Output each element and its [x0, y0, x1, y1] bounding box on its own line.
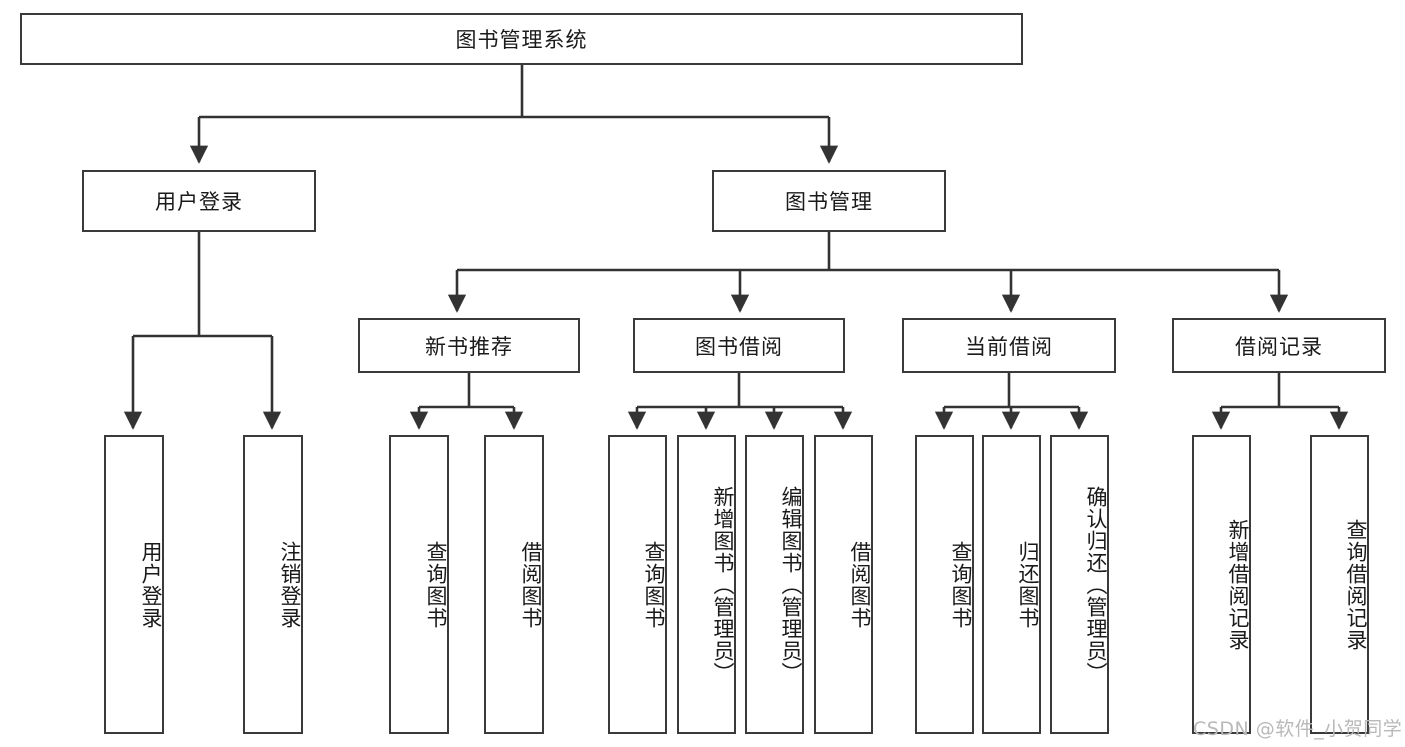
leaf-add-book-admin[interactable]: 新增图书（管理员）: [677, 435, 736, 734]
leaf-edit-book-admin[interactable]: 编辑图书（管理员）: [745, 435, 804, 734]
node-label: 新增借阅记录: [1226, 518, 1250, 651]
leaf-return-book[interactable]: 归还图书: [982, 435, 1041, 734]
node-label: 图书管理: [785, 190, 873, 214]
node-label: 归还图书: [1016, 540, 1040, 629]
node-new-book-recommend[interactable]: 新书推荐: [358, 318, 580, 373]
node-label: 注销登录: [278, 540, 302, 629]
node-label: 当前借阅: [965, 334, 1053, 359]
node-book-borrow[interactable]: 图书借阅: [633, 318, 845, 373]
node-label: 借阅图书: [519, 540, 543, 629]
node-label: 查询图书: [949, 540, 973, 629]
node-label: 借阅图书: [848, 540, 872, 629]
leaf-query-book-nbr[interactable]: 查询图书: [389, 435, 449, 734]
node-book-management[interactable]: 图书管理: [712, 170, 946, 232]
node-user-login[interactable]: 用户登录: [82, 170, 316, 232]
node-label: 查询借阅记录: [1344, 518, 1368, 651]
node-label: 查询图书: [424, 540, 448, 629]
leaf-user-login[interactable]: 用户登录: [104, 435, 164, 734]
node-label: 编辑图书（管理员）: [779, 485, 803, 684]
node-label: 新增图书（管理员）: [711, 485, 735, 684]
leaf-add-borrow-record[interactable]: 新增借阅记录: [1192, 435, 1251, 734]
leaf-borrow-book-bb[interactable]: 借阅图书: [814, 435, 873, 734]
node-label: 查询图书: [642, 540, 666, 629]
node-label: 用户登录: [139, 540, 163, 629]
leaf-query-book-bb[interactable]: 查询图书: [608, 435, 667, 734]
leaf-query-borrow-record[interactable]: 查询借阅记录: [1310, 435, 1369, 734]
node-label: 确认归还（管理员）: [1084, 485, 1108, 684]
leaf-confirm-return-admin[interactable]: 确认归还（管理员）: [1050, 435, 1109, 734]
node-current-borrow[interactable]: 当前借阅: [902, 318, 1116, 373]
node-label: 用户登录: [155, 190, 243, 214]
leaf-logout[interactable]: 注销登录: [243, 435, 303, 734]
node-label: 新书推荐: [425, 334, 513, 359]
node-label: 借阅记录: [1235, 334, 1323, 359]
node-label: 图书管理系统: [455, 28, 588, 52]
node-root[interactable]: 图书管理系统: [20, 13, 1023, 65]
watermark: CSDN @软件_小贺同学: [1193, 718, 1403, 740]
leaf-query-book-cb[interactable]: 查询图书: [915, 435, 974, 734]
node-label: 图书借阅: [695, 334, 783, 359]
node-borrow-record[interactable]: 借阅记录: [1172, 318, 1386, 373]
leaf-borrow-book-nbr[interactable]: 借阅图书: [484, 435, 544, 734]
